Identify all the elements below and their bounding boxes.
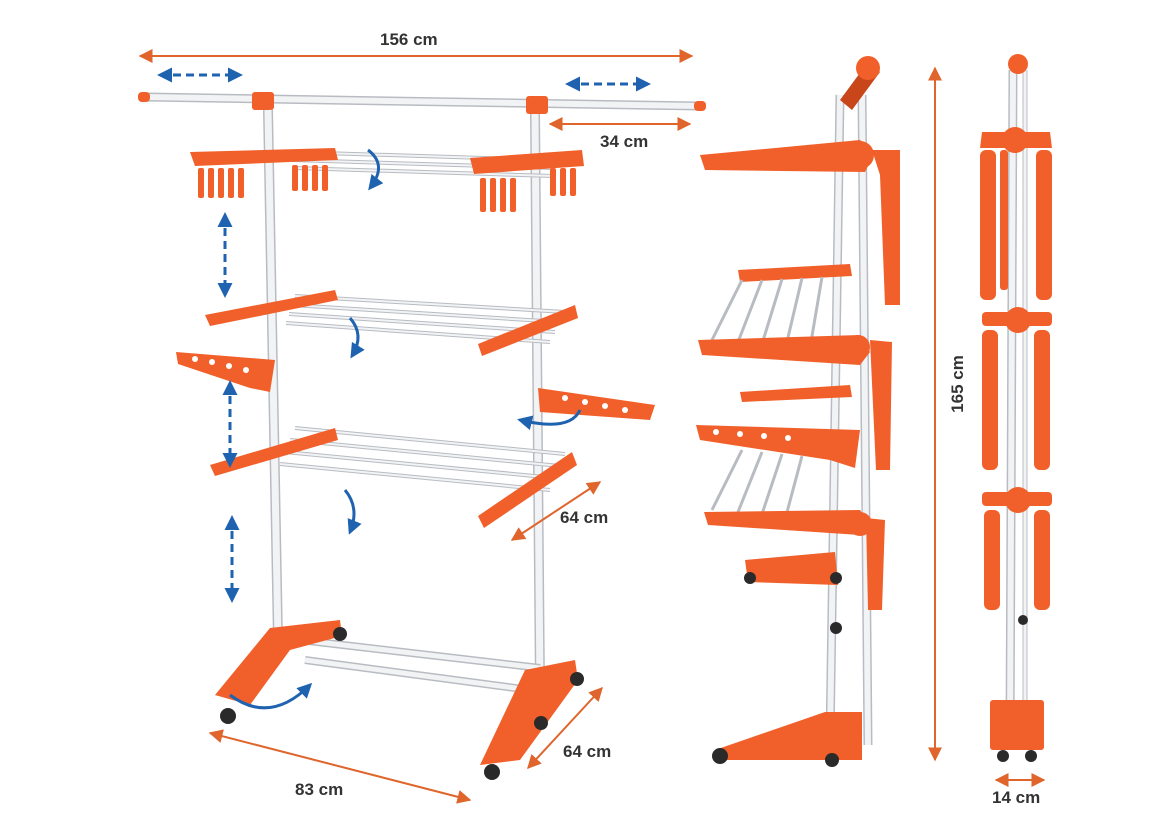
folded-view (980, 54, 1052, 787)
front-three-quarter-view (138, 49, 706, 804)
folded-thickness-label: 14 cm (992, 788, 1041, 807)
top-shelf (190, 148, 584, 212)
vertical-posts (263, 109, 545, 691)
wheeled-base (215, 620, 584, 780)
base-depth-label: 64 cm (563, 742, 612, 761)
total-width-label: 156 cm (380, 30, 438, 49)
top-telescopic-bar (138, 92, 706, 114)
side-view-wheels (712, 572, 842, 767)
adjustment-arrows (157, 67, 651, 710)
lower-shelf (210, 426, 577, 528)
clothes-pegs-left (198, 165, 328, 198)
middle-shelf (176, 290, 655, 420)
height-label: 165 cm (947, 355, 967, 413)
front-dimension-lines (138, 49, 694, 804)
shelf-depth-label: 64 cm (560, 508, 609, 527)
clothes-pegs-right (480, 168, 576, 212)
base-width-label: 83 cm (295, 780, 344, 799)
extension-label: 34 cm (600, 132, 649, 151)
side-view (696, 56, 942, 767)
folded-view-wheels (997, 615, 1037, 762)
